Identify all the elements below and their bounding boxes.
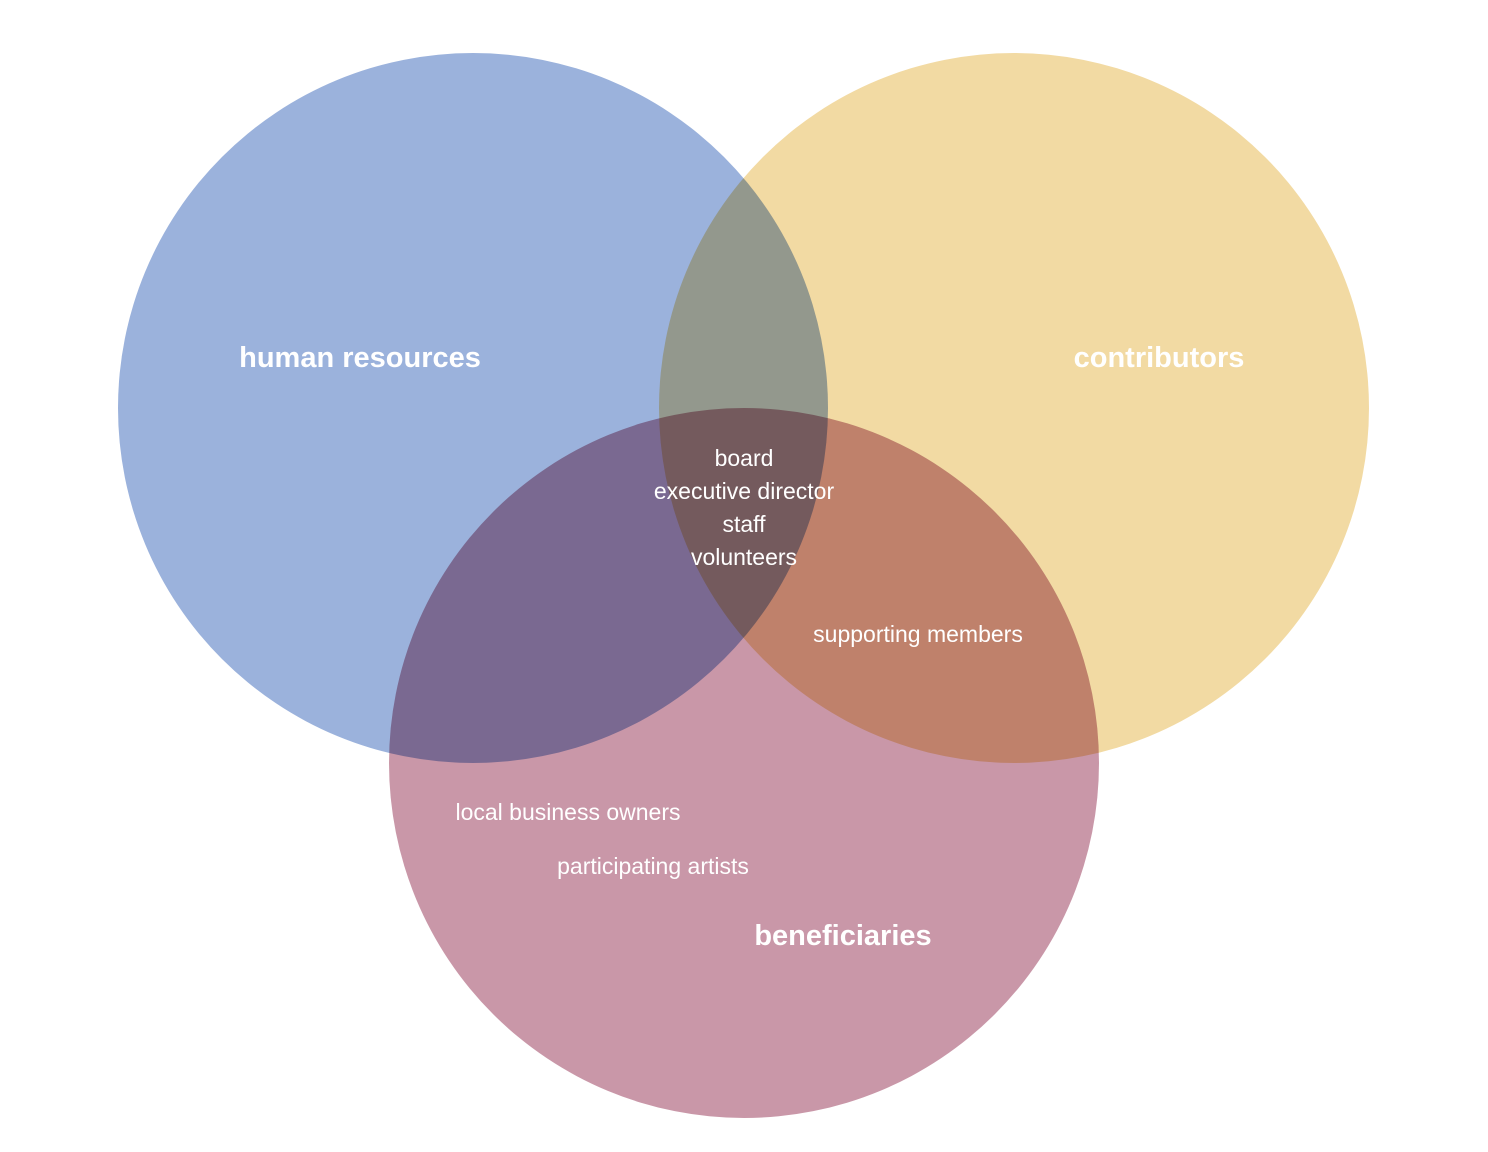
member-executive-director: executive director	[654, 478, 835, 504]
member-participating-artists: participating artists	[557, 853, 749, 879]
beneficiaries-circle	[389, 408, 1099, 1118]
beneficiaries-only-members: local business owners participating arti…	[455, 799, 748, 879]
contributors-beneficiaries-members: supporting members	[813, 621, 1023, 647]
member-local-business-owners: local business owners	[455, 799, 680, 825]
center-region-members: board executive director staff volunteer…	[654, 445, 835, 570]
member-board: board	[715, 445, 774, 471]
circles	[118, 53, 1369, 1118]
beneficiaries-title: beneficiaries	[754, 920, 931, 952]
member-volunteers: volunteers	[691, 544, 797, 570]
member-supporting-members: supporting members	[813, 621, 1023, 647]
set-titles: human resources contributors beneficiari…	[239, 342, 1244, 952]
member-staff: staff	[722, 511, 766, 537]
human-resources-title: human resources	[239, 342, 481, 374]
contributors-title: contributors	[1074, 342, 1245, 374]
